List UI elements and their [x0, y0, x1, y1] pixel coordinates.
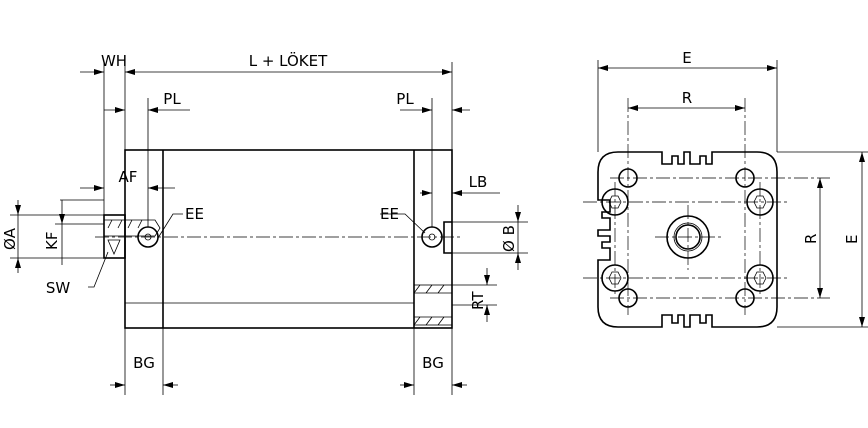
cylinder-body	[124, 149, 453, 329]
dia-a-label: ØA	[1, 227, 19, 250]
pl-right-label: PL	[396, 90, 414, 108]
piston-rod	[103, 214, 126, 259]
af-label: AF	[119, 168, 138, 186]
rear-spigot	[443, 221, 452, 254]
mounting-holes	[618, 168, 755, 308]
bg-right-label: BG	[422, 354, 444, 372]
length-label: L + LÖKET	[249, 51, 328, 70]
pl-left-label: PL	[163, 90, 181, 108]
r-side-label: R	[802, 234, 820, 244]
bg-left-label: BG	[133, 354, 155, 372]
e-top-label: E	[682, 49, 691, 67]
end-plate-outline	[597, 151, 778, 328]
e-side-label: E	[843, 235, 861, 244]
lb-label: LB	[469, 173, 488, 191]
end-view: E R R E	[583, 49, 868, 328]
sw-label: SW	[46, 279, 71, 297]
rt-port	[413, 284, 453, 326]
rt-label: RT	[469, 291, 487, 310]
kf-label: KF	[43, 232, 61, 250]
ee-left-label: EE	[185, 205, 204, 223]
r-top-label: R	[682, 89, 692, 107]
dia-b-label: Ø B	[500, 225, 518, 252]
ee-right-label: EE	[380, 205, 399, 223]
wh-label: WH	[101, 52, 127, 70]
side-view: WH L + LÖKET PL PL AF LB EE EE ØA KF SW …	[1, 51, 528, 395]
